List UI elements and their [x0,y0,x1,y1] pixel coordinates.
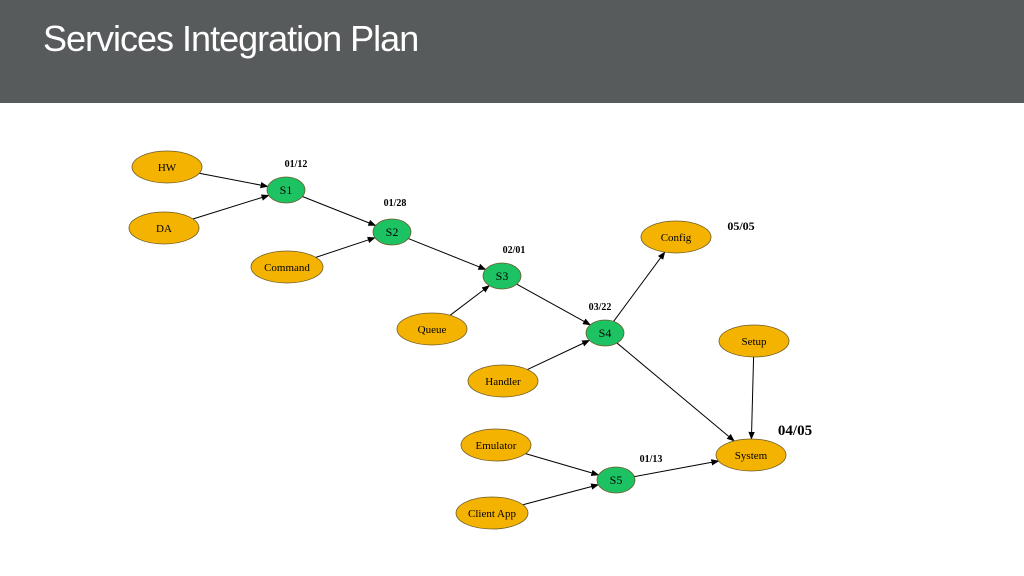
edge-s1-to-s2 [302,196,377,226]
date-label-config: 05/05 [727,219,754,233]
date-label-system: 04/05 [778,423,812,439]
date-label-s4: 03/22 [589,302,612,313]
node-label: S3 [496,269,509,283]
edge-s3-to-s4 [516,283,591,326]
edge-s5-to-system [634,459,720,478]
edge-hw-to-s1 [199,172,269,189]
date-label-s1: 01/12 [285,159,308,170]
node-shape [718,324,790,358]
edge-s2-to-s3 [408,238,487,270]
node-label: S5 [610,473,623,487]
node-label: Emulator [476,440,517,452]
node-s2: S2 [372,218,412,246]
node-emulator: Emulator [460,428,532,462]
node-s5: S5 [596,466,636,494]
edge-s4-to-system [616,342,735,442]
node-shape [372,218,412,246]
edge-emulator-to-s5 [525,453,600,476]
node-shape [596,466,636,494]
node-label: S2 [386,225,399,239]
node-label: Config [661,232,692,244]
edge-queue-to-s3 [449,285,490,316]
node-client-app: Client App [455,496,529,530]
node-shape [455,496,529,530]
node-label: HW [158,162,177,174]
node-shape [250,250,324,284]
node-label: S1 [280,183,293,197]
node-config: Config [640,220,712,254]
node-hw: HW [131,150,203,184]
node-s3: S3 [482,262,522,290]
edge-handler-to-s4 [527,339,591,370]
node-label: Setup [741,336,767,348]
node-shape [640,220,712,254]
node-shape [715,438,787,472]
node-system: System [715,438,787,472]
edge-setup-to-system [748,356,755,440]
date-label-s5: 01/13 [640,454,663,465]
date-label-s3: 02/01 [503,245,526,256]
node-queue: Queue [396,312,468,346]
node-shape [460,428,532,462]
node-label: DA [156,223,172,235]
node-s1: S1 [266,176,306,204]
node-shape [131,150,203,184]
node-label: Queue [418,324,447,336]
node-shape [396,312,468,346]
node-shape [482,262,522,290]
node-handler: Handler [467,364,539,398]
edge-da-to-s1 [192,194,270,220]
edge-client_app-to-s5 [522,483,600,506]
node-label: S4 [599,326,612,340]
node-s4: S4 [585,319,625,347]
edge-s4-to-config [613,251,666,322]
slide-title: Services Integration Plan [43,18,419,59]
date-label-s2: 01/28 [384,198,407,209]
node-da: DA [128,211,200,245]
node-shape [467,364,539,398]
node-shape [266,176,306,204]
node-label: Handler [485,376,521,388]
edge-layer [192,172,755,506]
date-layer: 01/12 01/28 02/01 03/22 05/05 04/05 01/13 [285,159,812,465]
node-label: Client App [468,508,516,520]
node-label: System [735,450,768,462]
node-shape [128,211,200,245]
node-command: Command [250,250,324,284]
edge-command-to-s2 [315,236,376,258]
node-shape [585,319,625,347]
node-label: Command [264,262,310,274]
title-bar: Services Integration Plan [0,0,1024,103]
node-setup: Setup [718,324,790,358]
